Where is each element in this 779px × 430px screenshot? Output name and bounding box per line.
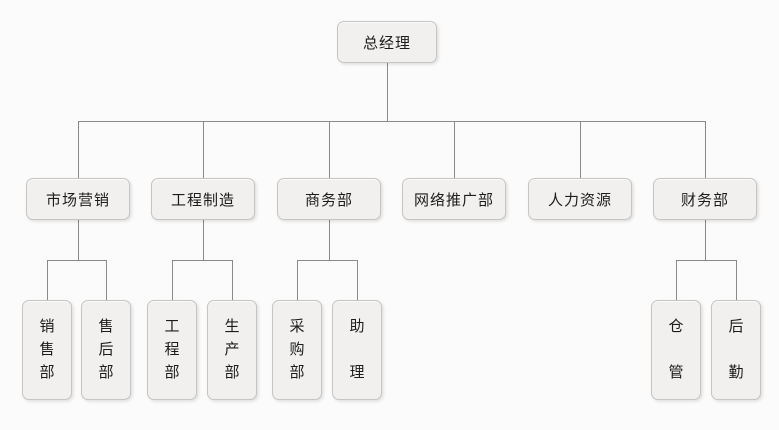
connector-business-stem (329, 220, 330, 260)
node-label: 销售部 (39, 318, 55, 381)
node-finance-dept[interactable]: 财务部 (653, 178, 757, 220)
connector-finance-bus (676, 260, 737, 261)
connector-drop-assistant (357, 260, 358, 300)
connector-drop-engineering-dept (172, 260, 173, 300)
connector-drop-logistics (736, 260, 737, 300)
node-label: 财务部 (680, 191, 729, 209)
node-label: 生产部 (224, 318, 240, 381)
connector-drop-engineering (203, 121, 204, 178)
node-label: 市场营销 (45, 191, 110, 209)
connector-finance-stem (705, 220, 706, 260)
node-label: 后勤 (728, 318, 744, 381)
node-engineering-dept[interactable]: 工程部 (147, 300, 197, 400)
node-online-promotion-dept[interactable]: 网络推广部 (402, 178, 506, 220)
node-human-resources[interactable]: 人力资源 (528, 178, 632, 220)
node-label: 商务部 (304, 191, 353, 209)
node-assistant[interactable]: 助理 (332, 300, 382, 400)
node-general-manager[interactable]: 总经理 (337, 21, 437, 63)
connector-marketing-stem (78, 220, 79, 260)
node-label: 人力资源 (547, 191, 612, 209)
connector-engineering-bus (172, 260, 233, 261)
node-logistics[interactable]: 后勤 (711, 300, 761, 400)
connector-drop-promotion (454, 121, 455, 178)
node-engineering-manufacturing[interactable]: 工程制造 (151, 178, 255, 220)
node-label: 助理 (349, 318, 365, 381)
node-label: 网络推广部 (413, 191, 494, 209)
node-label: 仓管 (668, 318, 684, 381)
node-business-dept[interactable]: 商务部 (277, 178, 381, 220)
node-label: 采购部 (289, 318, 305, 381)
connector-drop-finance (705, 121, 706, 178)
connector-drop-sales (47, 260, 48, 300)
node-production-dept[interactable]: 生产部 (207, 300, 257, 400)
node-label: 总经理 (362, 34, 411, 52)
node-sales-dept[interactable]: 销售部 (22, 300, 72, 400)
connector-drop-warehouse (676, 260, 677, 300)
connector-drop-purchasing (297, 260, 298, 300)
connector-drop-production (232, 260, 233, 300)
connector-engineering-stem (203, 220, 204, 260)
node-label: 工程部 (164, 318, 180, 381)
connector-level2-bus (78, 121, 706, 122)
connector-marketing-bus (47, 260, 107, 261)
node-label: 售后部 (98, 318, 114, 381)
node-label: 工程制造 (170, 191, 235, 209)
connector-drop-hr (580, 121, 581, 178)
node-after-sales-dept[interactable]: 售后部 (81, 300, 131, 400)
connector-gm-drop (387, 63, 388, 121)
node-warehouse-management[interactable]: 仓管 (651, 300, 701, 400)
connector-drop-marketing (78, 121, 79, 178)
node-purchasing-dept[interactable]: 采购部 (272, 300, 322, 400)
connector-drop-business (329, 121, 330, 178)
connector-drop-after-sales (106, 260, 107, 300)
connector-business-bus (297, 260, 358, 261)
node-marketing[interactable]: 市场营销 (26, 178, 130, 220)
